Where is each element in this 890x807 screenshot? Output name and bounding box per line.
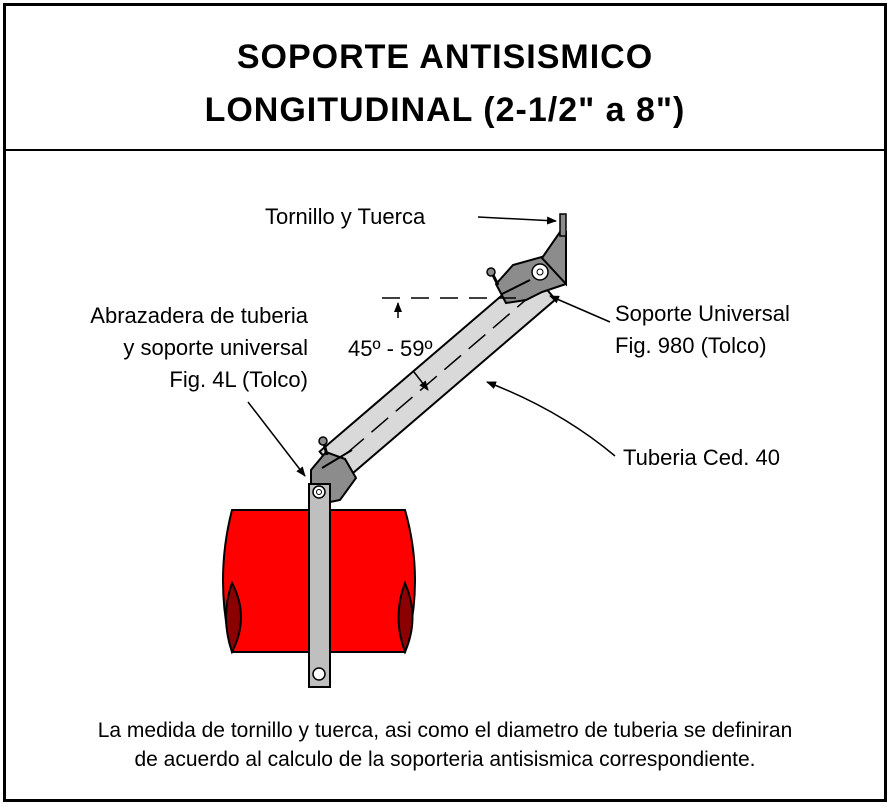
label-clamp-line-3: Fig. 4L (Tolco) [169,367,308,392]
lower-universal-fitting [310,436,358,504]
main-pipe-right-end [397,580,414,655]
clamp-leader [247,401,306,477]
angle-arrow-down [413,371,429,391]
pipe-leader [486,381,616,457]
pipe-clamp-strap [308,483,331,688]
universal-leader [549,295,611,323]
label-bolt-nut: Tornillo y Tuerca [265,204,426,229]
label-pipe: Tuberia Ced. 40 [623,445,780,470]
brace-centerline [346,297,529,454]
title-line-2: LONGITUDINAL (2-1/2" a 8") [204,91,686,129]
label-universal-line-2: Fig. 980 (Tolco) [615,333,767,358]
label-clamp-line-2: y soporte universal [123,335,308,360]
brace-pipe [318,269,557,482]
title-block: SOPORTE ANTISISMICO LONGITUDINAL (2-1/2"… [6,6,884,151]
note-line-2: de acuerdo al calculo de la soporteria a… [134,748,756,771]
note-line-1: La medida de tornillo y tuerca, asi como… [97,719,793,742]
upper-universal-fitting [486,213,567,305]
main-pipe-left-end [225,580,242,655]
bolt-nut-leader [477,216,557,225]
label-angle: 45º - 59º [348,336,433,361]
label-universal-line-1: Soporte Universal [615,301,790,326]
title-line-1: SOPORTE ANTISISMICO [236,38,654,76]
label-clamp-line-1: Abrazadera de tuberia [90,303,308,328]
drawing-frame: SOPORTE ANTISISMICO LONGITUDINAL (2-1/2"… [3,3,887,802]
